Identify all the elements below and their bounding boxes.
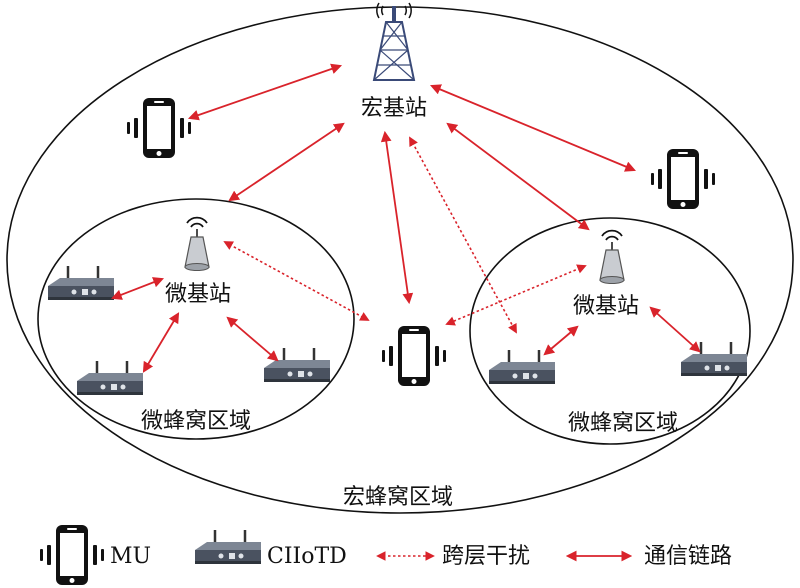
ciiotd-left-top-icon xyxy=(46,264,116,302)
micro-base-station-right-icon xyxy=(599,229,625,285)
macro-cell-label: 宏蜂窝区域 xyxy=(343,485,453,510)
link-macro-mu-center xyxy=(380,130,414,305)
interference-links xyxy=(223,136,587,334)
interference-micro-left-mu xyxy=(223,241,370,321)
link-micro-left-ciiotd-bottom xyxy=(142,312,180,373)
micro-base-station-left-label: 微基站 xyxy=(165,282,231,307)
link-macro-mu-left xyxy=(187,63,343,121)
link-micro-left-ciiotd-top xyxy=(110,277,165,300)
mu-top-left-icon xyxy=(127,98,191,158)
link-micro-left-ciiotd-right xyxy=(226,316,279,362)
legend-ciiotd-icon xyxy=(193,528,263,566)
legend-interference-label: 跨层干扰 xyxy=(442,544,530,569)
interference-macro-ciiotd xyxy=(409,136,517,334)
micro-cell-right-label: 微蜂窝区域 xyxy=(568,411,678,436)
legend-ciiotd-label: CIIoTD xyxy=(267,544,347,569)
legend-mu-icon xyxy=(40,525,104,585)
interference-micro-right-mu xyxy=(445,264,587,326)
macro-cell-boundary xyxy=(6,6,794,514)
micro-base-station-right-label: 微基站 xyxy=(573,294,639,319)
legend-mu-label: MU xyxy=(110,544,151,569)
micro-cell-left-label: 微蜂窝区域 xyxy=(141,409,251,434)
communication-links xyxy=(110,63,701,373)
ciiotd-right-left-icon xyxy=(487,348,557,386)
legend-link-label: 通信链路 xyxy=(644,544,732,569)
micro-base-station-left-icon xyxy=(184,216,210,272)
mu-top-right-icon xyxy=(651,149,715,209)
link-micro-right-ciiotd-left xyxy=(543,325,579,356)
link-macro-mu-right xyxy=(430,84,636,172)
legend: MU CIIoTD 跨层干扰 通信链路 xyxy=(40,525,732,585)
macro-base-station-label: 宏基站 xyxy=(361,96,427,121)
mu-center-icon xyxy=(382,326,446,386)
micro-cell-left-boundary xyxy=(37,198,355,440)
link-macro-micro-left xyxy=(228,122,345,202)
link-micro-right-ciiotd-right xyxy=(649,306,701,353)
link-macro-micro-right xyxy=(446,122,590,231)
ciiotd-left-right-icon xyxy=(262,346,332,384)
ciiotd-left-bottom-icon xyxy=(75,359,145,397)
ciiotd-right-right-icon xyxy=(679,340,749,378)
macro-base-station-icon xyxy=(372,2,416,81)
